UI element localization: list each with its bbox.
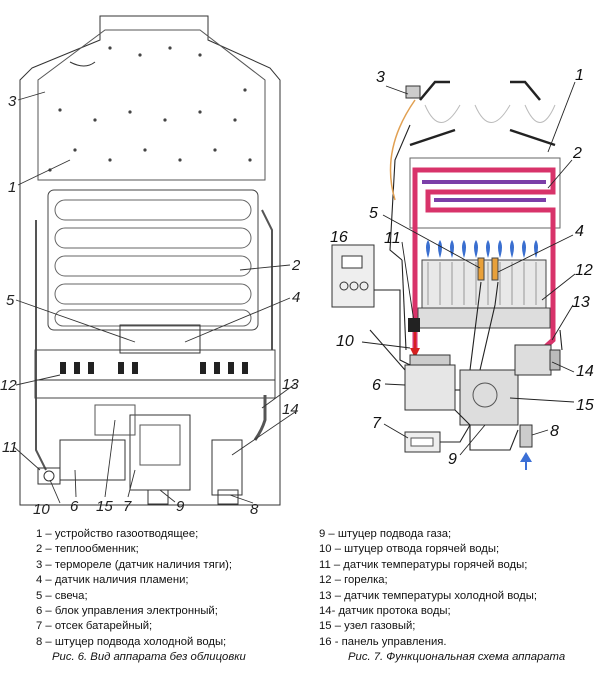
heat-exchanger-box (409, 157, 561, 229)
callout-9: 9 (448, 451, 457, 468)
callout-15: 15 (96, 498, 113, 515)
hot-water-pipe (412, 167, 556, 352)
callout-3: 3 (8, 93, 17, 110)
callout-12: 12 (0, 377, 17, 394)
callout-16: 16 (330, 229, 348, 246)
flame-sensor (491, 257, 499, 281)
legend-item: 6 – блок управления электронный; (36, 605, 218, 618)
callout-6: 6 (70, 498, 79, 515)
hot-water-arrow (410, 348, 420, 358)
burner (34, 349, 276, 399)
legend-item: 9 – штуцер подвода газа; (319, 528, 452, 540)
figure-6-caption: Рис. 6. Вид аппарата без облицовки (52, 651, 246, 663)
water-flow-sensor (514, 344, 552, 376)
callout-14: 14 (282, 401, 299, 418)
callout-11: 11 (2, 439, 18, 456)
control-unit (59, 439, 126, 481)
callout-1: 1 (575, 67, 584, 84)
callout-5: 5 (369, 205, 378, 222)
hot-water-sensor (408, 318, 420, 332)
figure-6-appliance-view: 3 1 2 5 4 12 13 14 11 10 6 15 7 9 8 (0, 15, 300, 518)
legend-item: 16 - панель управления. (319, 635, 447, 648)
electronic-control-unit (404, 364, 456, 411)
legend-item: 7 – отсек батарейный; (36, 620, 153, 633)
callout-8: 8 (550, 423, 559, 440)
callout-7: 7 (123, 498, 132, 515)
callout-13: 13 (572, 294, 590, 311)
heat-exchanger (47, 189, 259, 331)
legend-item: 14- датчик протока воды; (319, 605, 451, 618)
callout-2: 2 (572, 145, 582, 162)
cold-water-arrow (520, 452, 532, 462)
callout-10: 10 (336, 333, 354, 350)
callout-1: 1 (8, 179, 16, 196)
legend-item: 12 – горелка; (319, 574, 388, 587)
legend-left: 1 – устройство газоотводящее; 2 – теплоо… (36, 527, 232, 650)
callout-8: 8 (250, 501, 259, 518)
spark-electrode (477, 257, 485, 281)
control-panel (331, 244, 375, 308)
callout-13: 13 (282, 376, 299, 393)
legend-item: 13 – датчик температуры холодной воды; (319, 589, 538, 602)
draft-thermostat (405, 85, 421, 99)
legend-item: 3 – термореле (датчик наличия тяги); (36, 558, 233, 571)
callout-4: 4 (575, 223, 584, 240)
callout-4: 4 (292, 289, 300, 306)
callout-5: 5 (6, 292, 15, 309)
water-flow-unit (211, 439, 243, 496)
housing-outline (19, 15, 281, 506)
flue-hood (37, 29, 266, 181)
figure-7-functional-scheme: 3 1 2 5 4 16 11 12 13 10 6 14 15 7 8 9 (330, 67, 594, 470)
callout-10: 10 (33, 501, 50, 518)
legend-item: 2 – теплообменник; (36, 543, 139, 556)
legend-item: 10 – штуцер отвода горячей воды; (319, 543, 500, 556)
callout-9: 9 (176, 498, 185, 515)
callout-14: 14 (576, 363, 594, 380)
flame-row (426, 240, 538, 258)
legend-item: 15 – узел газовый; (319, 620, 416, 633)
callout-7: 7 (372, 415, 382, 432)
callout-11: 11 (384, 230, 401, 247)
legend-item: 8 – штуцер подвода холодной воды; (36, 635, 227, 648)
callout-2: 2 (291, 257, 300, 274)
legend-item: 5 – свеча; (36, 589, 88, 602)
callout-15: 15 (576, 397, 594, 414)
legend-item: 4 – датчик наличия пламени; (36, 574, 189, 587)
callout-12: 12 (575, 262, 593, 279)
figure-7-caption: Рис. 7. Функциональная схема аппарата (348, 651, 566, 663)
exchanger-coil (422, 180, 546, 202)
callout-3: 3 (376, 69, 385, 86)
callout-6: 6 (372, 377, 381, 394)
cold-water-inlet (519, 424, 533, 448)
ignition-block (119, 324, 201, 354)
legend-right: 9 – штуцер подвода газа; 10 – штуцер отв… (319, 527, 537, 650)
gas-unit (459, 369, 519, 426)
legend-item: 11 – датчик температуры горячей воды; (319, 558, 528, 571)
legend-item: 1 – устройство газоотводящее; (36, 528, 199, 540)
gas-valve (129, 414, 191, 491)
